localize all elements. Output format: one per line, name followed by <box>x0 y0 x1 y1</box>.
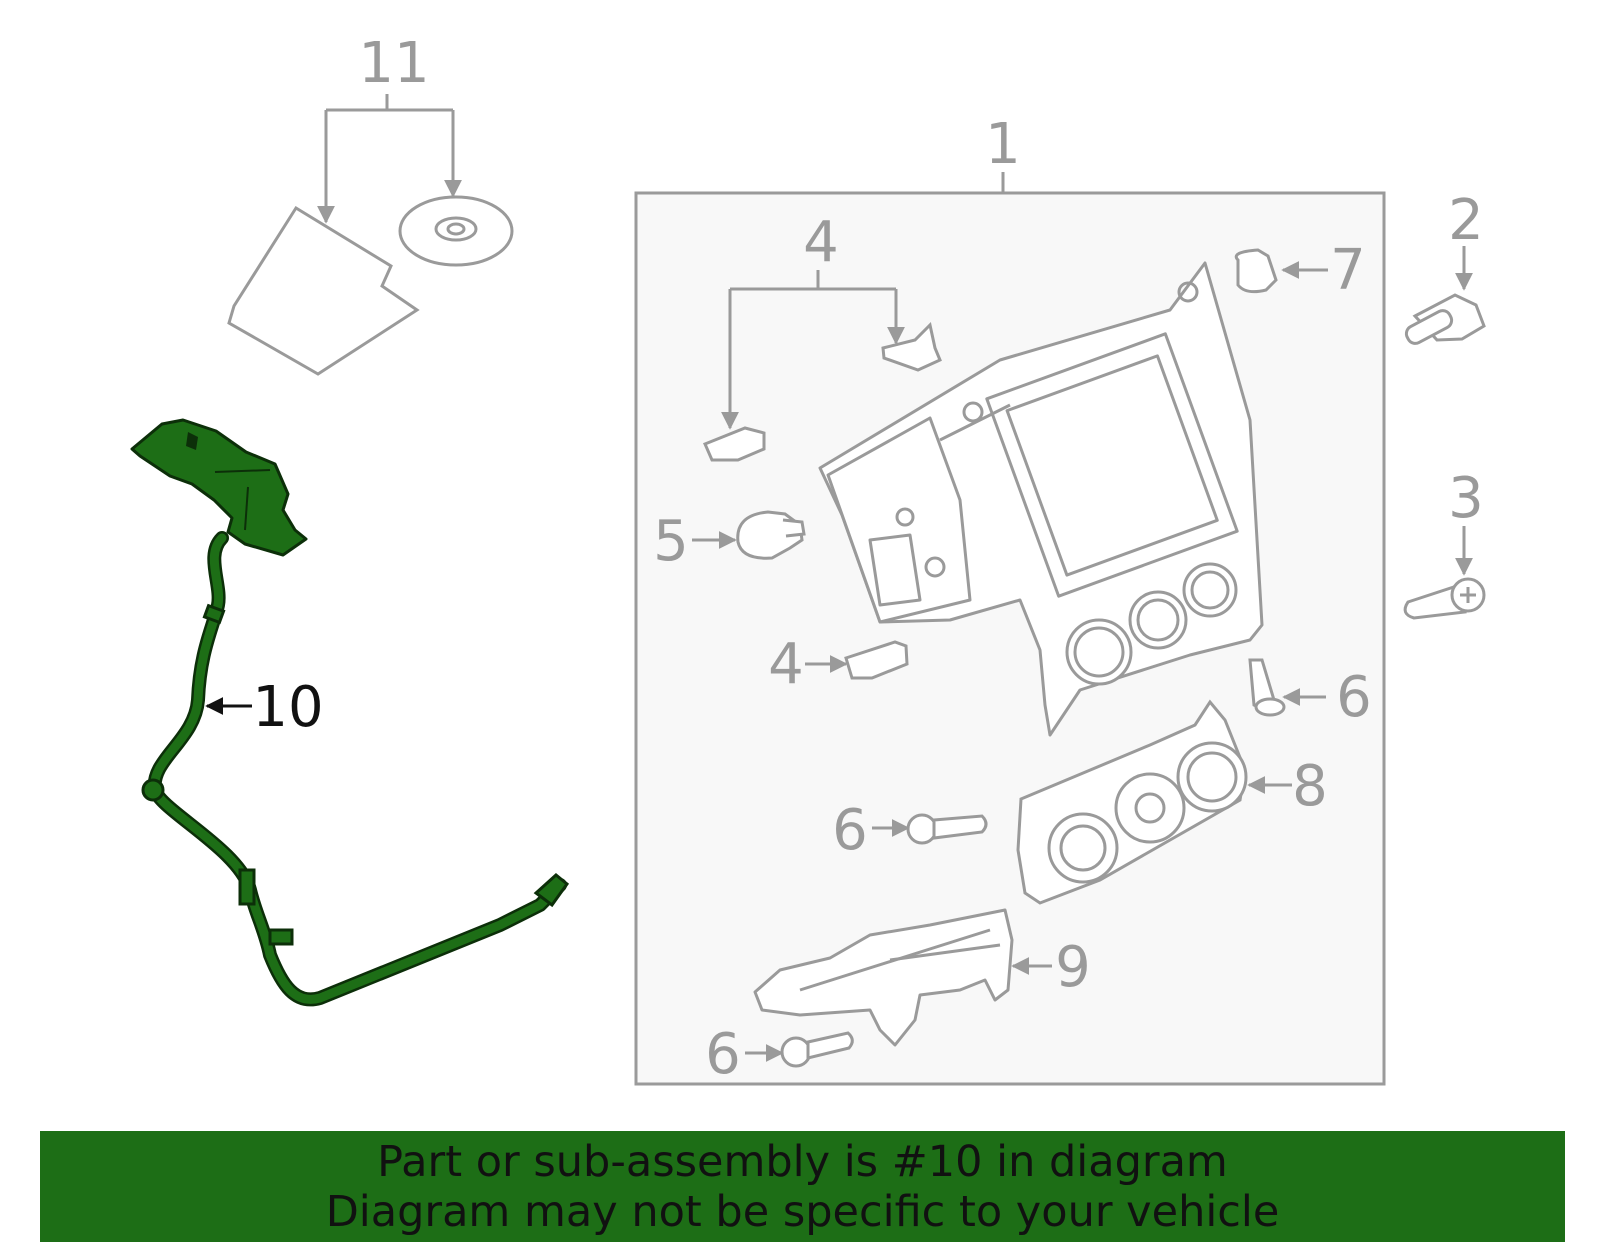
callout-6a: 6 <box>1336 665 1372 730</box>
part-6-screw-middle <box>906 813 988 845</box>
callout-11: 11 <box>358 31 429 96</box>
part-11-manual-booklet <box>227 205 420 376</box>
part-5-bulb <box>736 510 806 560</box>
part-6-screw-lower <box>780 1031 854 1068</box>
part-4-clip-lower <box>844 640 909 680</box>
callout-6c: 6 <box>705 1022 741 1087</box>
callout-2: 2 <box>1448 188 1484 253</box>
part-10-bracket <box>130 418 308 557</box>
part-3-screw <box>1403 577 1486 620</box>
banner-line-2: Diagram may not be specific to your vehi… <box>325 1186 1280 1237</box>
part-2-bolt <box>1404 293 1486 345</box>
callout-10: 10 <box>252 675 323 740</box>
part-11-bracket <box>317 94 462 224</box>
callout-8: 8 <box>1292 754 1328 819</box>
callout-4a: 4 <box>803 210 839 275</box>
banner-line-1: Part or sub-assembly is #10 in diagram <box>377 1136 1228 1187</box>
part-8-climate-control <box>1016 699 1248 905</box>
part-6-screw-upper <box>1248 658 1286 717</box>
part-7-knob <box>1234 248 1278 294</box>
part-4-clip-top <box>881 321 942 372</box>
part-9-bracket <box>753 908 1014 1047</box>
part-4-clip-left <box>703 426 766 462</box>
callout-7: 7 <box>1330 238 1366 303</box>
callout-1: 1 <box>985 112 1021 177</box>
part-11-disc <box>398 195 514 267</box>
part-4-bracket <box>721 270 905 430</box>
callout-5: 5 <box>653 509 689 574</box>
info-banner: Part or sub-assembly is #10 in diagram D… <box>40 1131 1565 1242</box>
callout-9: 9 <box>1055 935 1091 1000</box>
part-10-harness <box>130 418 570 1007</box>
part-1-headunit <box>818 261 1264 737</box>
callout-4b: 4 <box>768 632 804 697</box>
callout-3: 3 <box>1448 466 1484 531</box>
callout-6b: 6 <box>832 798 868 863</box>
